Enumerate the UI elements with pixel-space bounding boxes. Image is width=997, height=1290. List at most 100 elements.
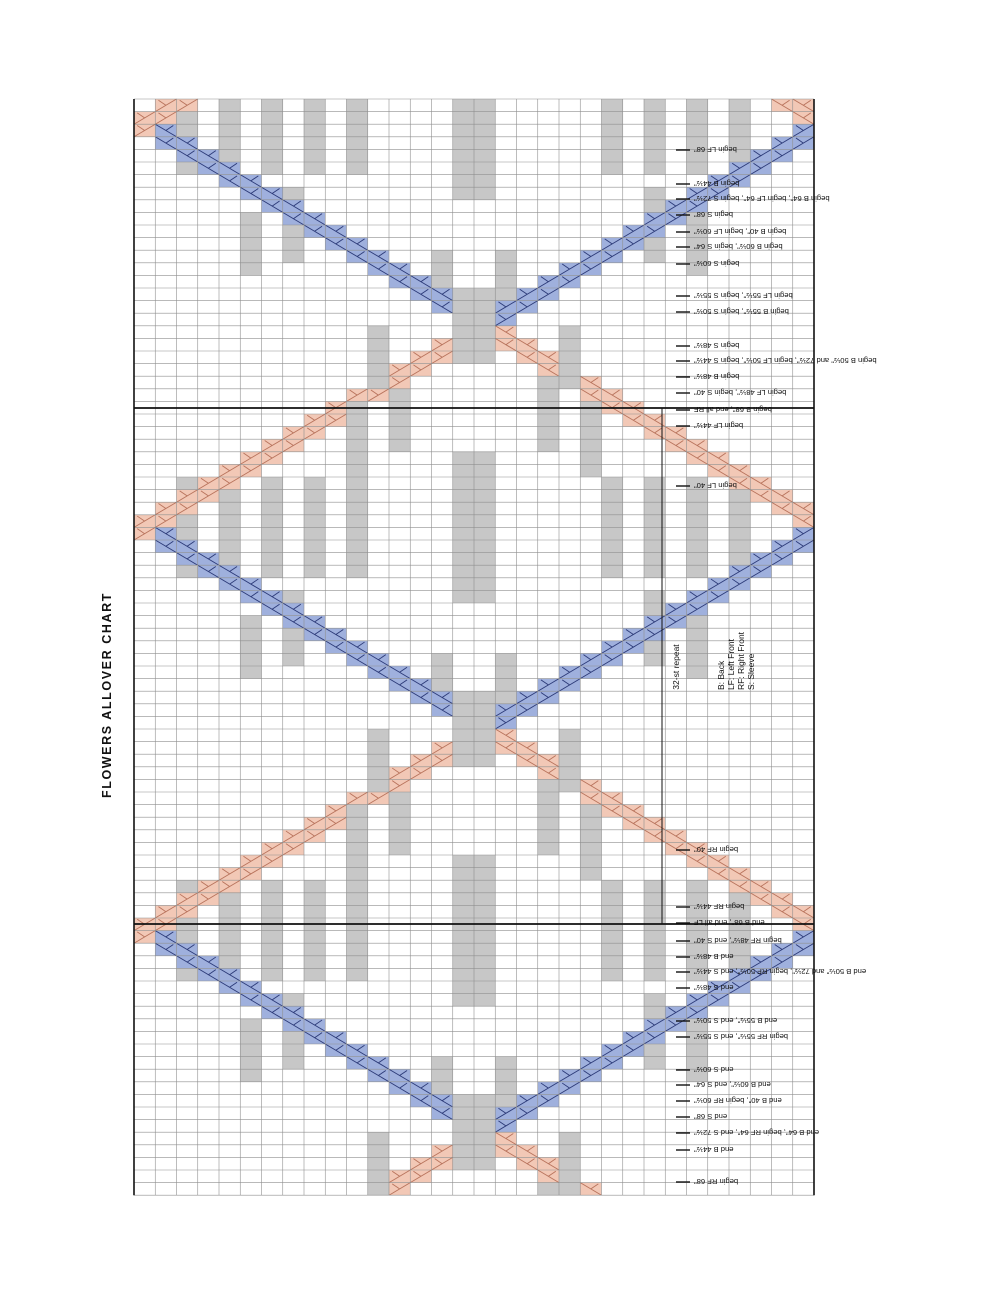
stitch-cell [431,300,453,314]
stitch-cell [537,842,559,855]
legend-item-back: B: Back [716,660,726,691]
stitch-cell [240,237,262,251]
stitch-cell [686,968,708,981]
stitch-cell [240,615,262,629]
stitch-cell [410,350,432,364]
stitch-cell [410,1169,432,1183]
stitch-cell [665,615,687,629]
stitch-cell [601,552,623,566]
stitch-cell [282,640,304,654]
stitch-cell [686,905,708,918]
stitch-cell [240,186,262,201]
stitch-cell [367,1068,390,1083]
stitch-cell [452,540,474,553]
stitch-cell [304,905,326,918]
stitch-cell [516,1144,538,1158]
stitch-cell [219,489,241,503]
stitch-cell [303,413,326,427]
stitch-cell [474,477,496,490]
stitch-cell [707,867,730,881]
stitch-cell [431,1106,453,1120]
stitch-cell [729,124,751,137]
stitch-cell [218,867,241,881]
stitch-cell [580,375,602,390]
annotation-text: begin B 44½" [694,179,740,188]
stitch-cell [304,162,326,175]
stitch-cell [601,804,623,818]
stitch-cell [388,1068,411,1083]
stitch-cell [601,640,623,654]
stitch-cell [367,249,390,264]
annotation-text: begin LF 55½", begin S 55½" [694,291,793,300]
stitch-cell [388,262,411,276]
stitch-cell [367,791,390,805]
stitch-cell [558,1081,581,1095]
stitch-cell [580,1182,602,1196]
stitch-cell [474,1119,496,1133]
stitch-cell [474,540,496,553]
annotation-text: end B 50½" and 72½", begin RF 50½", end … [694,967,866,976]
stitch-cell [240,590,262,604]
stitch-cell [240,980,262,994]
row-annotation: begin RF 55½", end S 55½" [676,1032,788,1041]
stitch-cell [219,527,241,540]
stitch-cell [388,1169,411,1183]
stitch-cell [601,489,623,503]
stitch-cell [367,1157,389,1170]
stitch-cell [367,1132,389,1145]
stitch-cell [452,577,474,591]
stitch-cell [474,351,496,364]
stitch-cell [197,149,220,163]
stitch-cell [558,678,581,692]
stitch-cell [558,1068,581,1083]
stitch-cell [601,791,623,805]
annotation-text: begin B 40", begin LF 60½" [694,227,787,236]
stitch-cell [728,980,751,994]
annotation-text: end S 60½" [694,1065,734,1074]
stitch-cell [452,99,474,112]
stitch-cell [686,136,708,150]
annotation-text: begin LF 48½", begin S 40" [694,388,787,397]
stitch-cell [686,237,708,251]
stitch-cell [431,678,453,692]
stitch-cell [644,99,666,112]
stitch-cell [729,955,751,969]
stitch-cell [452,313,474,326]
stitch-cell [495,691,517,704]
stitch-cell [240,1044,262,1057]
stitch-cell [346,111,368,125]
stitch-cell [474,993,496,1007]
stitch-cell [474,565,496,578]
legend-item-sleeve: S: Sleeve [746,653,756,691]
stitch-cell [176,111,198,125]
stitch-cell [601,111,623,125]
stitch-cell [452,502,474,515]
stitch-cell [537,1157,560,1171]
stitch-cell [452,187,474,200]
stitch-cell [282,250,304,263]
stitch-cell [495,338,517,352]
stitch-cell [304,111,326,125]
stitch-cell [410,753,432,768]
row-annotation: end B 68", end all LF [676,918,765,927]
stitch-cell [495,678,517,692]
stitch-cell [155,905,177,919]
stitch-cell [346,905,368,918]
stitch-cell [261,162,283,175]
stitch-cell [516,300,538,314]
stitch-cell [644,514,666,528]
stitch-cell [516,753,538,768]
stitch-cell [219,514,241,528]
stitch-cell [750,149,772,163]
stitch-cell [601,968,623,981]
stitch-cell [537,414,559,427]
stitch-cell [644,1006,666,1019]
stitch-cell [346,249,368,264]
stitch-cell [474,527,496,540]
stitch-cell [452,149,474,162]
row-annotation: begin B 50½" and 72½", begin LF 50½", be… [676,356,877,365]
stitch-cell [219,552,241,566]
stitch-cell [346,653,368,667]
stitch-cell [792,501,815,516]
stitch-cell [644,993,666,1007]
